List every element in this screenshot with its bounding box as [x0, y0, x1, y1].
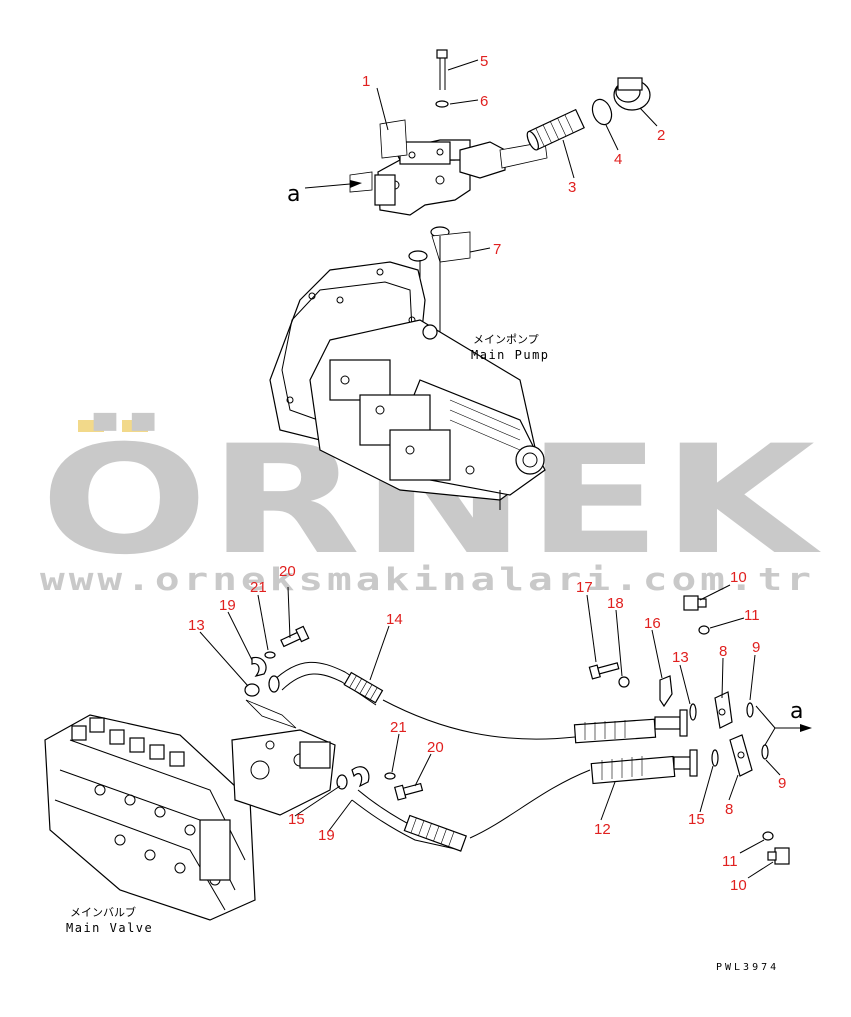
callout-10b: 10	[730, 877, 747, 894]
small-parts	[244, 595, 812, 865]
callout-20b: 20	[427, 739, 444, 756]
watermark-url: www.orneksmakinalari.com.tr	[40, 562, 815, 598]
callout-15b: 15	[688, 811, 705, 828]
callout-4: 4	[614, 151, 622, 168]
main-pump-label-en: Main Pump	[471, 348, 550, 362]
bolt-20b	[393, 782, 424, 801]
washer-18	[618, 676, 630, 688]
callout-20a: 20	[279, 563, 296, 580]
o-ring-9a	[746, 702, 754, 718]
o-ring-15a	[336, 774, 348, 790]
callout-21a: 21	[250, 579, 267, 596]
arrow-label-a-left: a	[287, 182, 300, 207]
callout-7: 7	[493, 241, 501, 258]
callout-8b: 8	[725, 801, 733, 818]
half-clamp-19b	[351, 766, 370, 788]
o-ring-4	[591, 98, 613, 126]
watermark-umlaut-right	[122, 420, 148, 432]
leader-lines	[199, 59, 781, 879]
washer-21a	[264, 651, 276, 659]
callout-17: 17	[576, 579, 593, 596]
o-ring-13a	[244, 683, 260, 697]
callout-21b: 21	[390, 719, 407, 736]
callout-1: 1	[362, 73, 370, 90]
main-pump	[269, 226, 546, 510]
o-ring-11b	[762, 831, 774, 841]
callout-3: 3	[568, 179, 576, 196]
callout-13a: 13	[188, 617, 205, 634]
washer-21b	[384, 772, 396, 780]
plug-2	[613, 77, 651, 111]
callout-5: 5	[480, 53, 488, 70]
callout-6: 6	[480, 93, 488, 110]
callout-16: 16	[644, 615, 661, 632]
callout-2: 2	[657, 127, 665, 144]
arrow-label-a-right: a	[790, 699, 803, 724]
callout-15a: 15	[288, 811, 305, 828]
callout-9a: 9	[752, 639, 760, 656]
filter-element-3	[526, 108, 585, 151]
callout-13b: 13	[672, 649, 689, 666]
hose-14	[268, 661, 688, 744]
half-clamp-19a	[251, 656, 267, 677]
bolt-17	[588, 662, 620, 680]
o-ring-13b	[689, 703, 697, 721]
drawing-code: PWL3974	[716, 962, 779, 973]
callout-18: 18	[607, 595, 624, 612]
o-ring-9b	[761, 744, 769, 760]
clamp-16	[659, 675, 673, 708]
main-pump-label-jp: メインポンプ	[473, 333, 539, 346]
callout-19a: 19	[219, 597, 236, 614]
o-ring-11a	[698, 625, 710, 635]
callout-10a: 10	[730, 569, 747, 586]
callout-8a: 8	[719, 643, 727, 660]
split-flange-8b	[729, 734, 753, 777]
main-valve-label-en: Main Valve	[66, 921, 153, 935]
hose-12	[351, 749, 698, 852]
callout-9b: 9	[778, 775, 786, 792]
split-flange-8a	[714, 691, 733, 729]
o-ring-15b	[711, 749, 719, 767]
bolt-20a	[280, 625, 310, 648]
callout-11b: 11	[722, 853, 738, 870]
washer-6	[435, 100, 449, 108]
callout-12: 12	[594, 821, 611, 838]
callout-numbers: 1 2 3 4 5 6 7 8 8 9 9 10 10 11 11 12 13 …	[188, 53, 786, 894]
watermark-umlaut-left	[78, 420, 104, 432]
main-valve	[44, 714, 336, 921]
o-ring-7b	[408, 250, 428, 262]
bolt-5-head	[436, 49, 448, 59]
callout-14: 14	[386, 611, 403, 628]
callout-19b: 19	[318, 827, 335, 844]
callout-11a: 11	[744, 607, 760, 624]
valve-assembly	[304, 49, 651, 216]
plug-10b	[767, 847, 790, 865]
main-valve-label-jp: メインバルブ	[70, 905, 136, 919]
